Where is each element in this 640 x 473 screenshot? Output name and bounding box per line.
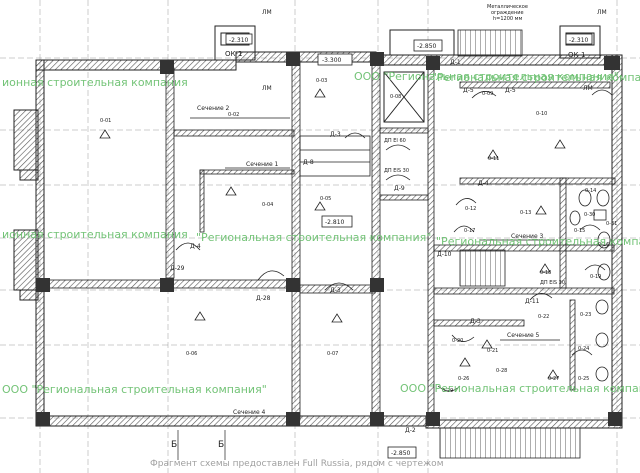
room-label-11: 0-11 <box>488 156 499 162</box>
door-label-d3: Д-3 <box>330 131 341 138</box>
room-label-1: 0-01 <box>100 118 111 124</box>
room-label-6: 0-06 <box>186 351 197 357</box>
door-label-d3b: Д-3 <box>330 287 341 294</box>
door-label-d28: Д-28 <box>256 295 271 302</box>
label-metal-fence-3: h=1200 мм <box>493 16 522 22</box>
level-mark-4: -2.850 <box>417 43 437 50</box>
room-label-16: 0-16 <box>598 242 609 248</box>
level-mark-1: -2.310 <box>229 37 249 44</box>
room-label-10: 0-10 <box>536 111 547 117</box>
watermark-line-5: ионная строительная компания <box>2 228 188 241</box>
watermark-line-6: ООО "Региональная строительная компания" <box>354 70 619 83</box>
label-ok2: ОК-1 <box>568 51 585 59</box>
watermark-line-4: "Региональная строительная компания" <box>436 235 640 248</box>
door-label-d2: Д-2 <box>405 427 416 434</box>
door-label-dp2: ДП EIS 30 <box>384 168 409 174</box>
plan-labels: ЛМ ЛМ ЛМ ЛМ ОК-1 ОК-1 -2.310 -2.310 -3.3… <box>100 4 617 457</box>
door-label-d4: Д-4 <box>190 243 201 250</box>
room-label-22: 0-22 <box>538 314 549 320</box>
section-mark-b-left: Б <box>171 440 177 450</box>
label-lm1: ЛМ <box>262 9 272 16</box>
watermark-line-1: ионная строительная компания <box>2 76 188 89</box>
room-label-23: 0-23 <box>580 312 591 318</box>
level-mark-2: -2.310 <box>569 37 589 44</box>
room-label-13: 0-13 <box>520 210 531 216</box>
watermark-line-3: "Региональная строительная компания" <box>196 231 431 244</box>
room-label-3: 0-03 <box>316 78 327 84</box>
door-label-d8: Д-8 <box>303 159 314 166</box>
room-label-27: 0-27 <box>548 376 559 382</box>
section-label-3: Сечение 3 <box>511 233 544 240</box>
stairs <box>299 29 581 459</box>
room-label-19: 0-19 <box>590 274 601 280</box>
section-lines <box>177 117 560 460</box>
watermark-line-7: ООО "Региональная строительная компания" <box>400 382 640 395</box>
watermarks: ионная строительная компания "Региональн… <box>2 70 640 469</box>
door-label-d4b: Д-4 <box>478 180 489 187</box>
room-label-8: 0-08 <box>390 94 401 100</box>
room-label-14: 0-14 <box>585 188 596 194</box>
door-label-d3c: Д-3 <box>470 318 481 325</box>
door-label-d5: Д-5 <box>463 87 474 94</box>
level-mark-6: -2.850 <box>391 450 411 457</box>
room-label-31: 0-31 <box>606 221 617 227</box>
room-label-26: 0-26 <box>458 376 469 382</box>
door-label-d1: Д-1 <box>450 59 461 66</box>
door-label-d5b: Д-5 <box>505 87 516 94</box>
columns <box>36 52 622 426</box>
watermark-line-8: ООО "Региональная строительная компания" <box>2 383 267 396</box>
level-mark-3: -3.300 <box>322 57 342 64</box>
room-label-24: 0-24 <box>578 346 589 352</box>
room-label-18: 0-18 <box>540 270 551 276</box>
level-markers <box>225 33 593 459</box>
room-label-4: 0-04 <box>262 202 273 208</box>
room-label-21: 0-21 <box>487 348 498 354</box>
room-label-15: 0-15 <box>574 228 585 234</box>
watermark-footer: Фрагмент схемы предоставлен Full Russia,… <box>150 459 443 469</box>
section-label-5: Сечение 5 <box>507 332 540 339</box>
door-swings <box>175 89 613 392</box>
label-lm3: ЛМ <box>262 85 272 92</box>
sanitary-fixtures <box>569 189 611 382</box>
section-label-2: Сечение 2 <box>197 105 230 112</box>
room-label-20: 0-20 <box>452 338 463 344</box>
room-label-7: 0-07 <box>327 351 338 357</box>
section-label-1: Сечение 1 <box>246 161 279 168</box>
room-label-29: 0-29 <box>442 388 453 394</box>
room-label-5: 0-05 <box>320 196 331 202</box>
room-label-12: 0-12 <box>465 206 476 212</box>
label-lm2: ЛМ <box>597 9 607 16</box>
section-label-4: Сечение 4 <box>233 409 266 416</box>
room-markers <box>99 88 566 379</box>
door-label-d11: Д-11 <box>525 298 540 305</box>
label-metal-fence-2: ограждение <box>491 10 524 16</box>
door-label-d10: Д-10 <box>437 251 452 258</box>
room-label-9: 0-09 <box>482 91 493 97</box>
label-lm4: ЛМ <box>583 85 593 92</box>
door-label-dp3: ДП EIS 30 <box>540 280 565 286</box>
room-label-25: 0-25 <box>578 376 589 382</box>
door-label-d9: Д-9 <box>394 185 405 192</box>
room-label-17: 0-17 <box>464 228 475 234</box>
section-mark-b-right: Б <box>218 440 224 450</box>
elevator-shaft <box>383 71 425 123</box>
door-label-dp1: ДП EI 60 <box>384 138 406 144</box>
level-mark-5: -2.810 <box>325 219 345 226</box>
room-label-28: 0-28 <box>496 368 507 374</box>
room-label-30: 0-30 <box>584 212 595 218</box>
watermark-line-2: "Региональная строительная компания" <box>432 71 640 84</box>
door-label-d29: Д-29 <box>170 265 185 272</box>
label-metal-fence: Металлическое <box>487 4 528 10</box>
label-ok1: ОК-1 <box>225 50 242 58</box>
room-label-2: 0-02 <box>228 112 239 118</box>
